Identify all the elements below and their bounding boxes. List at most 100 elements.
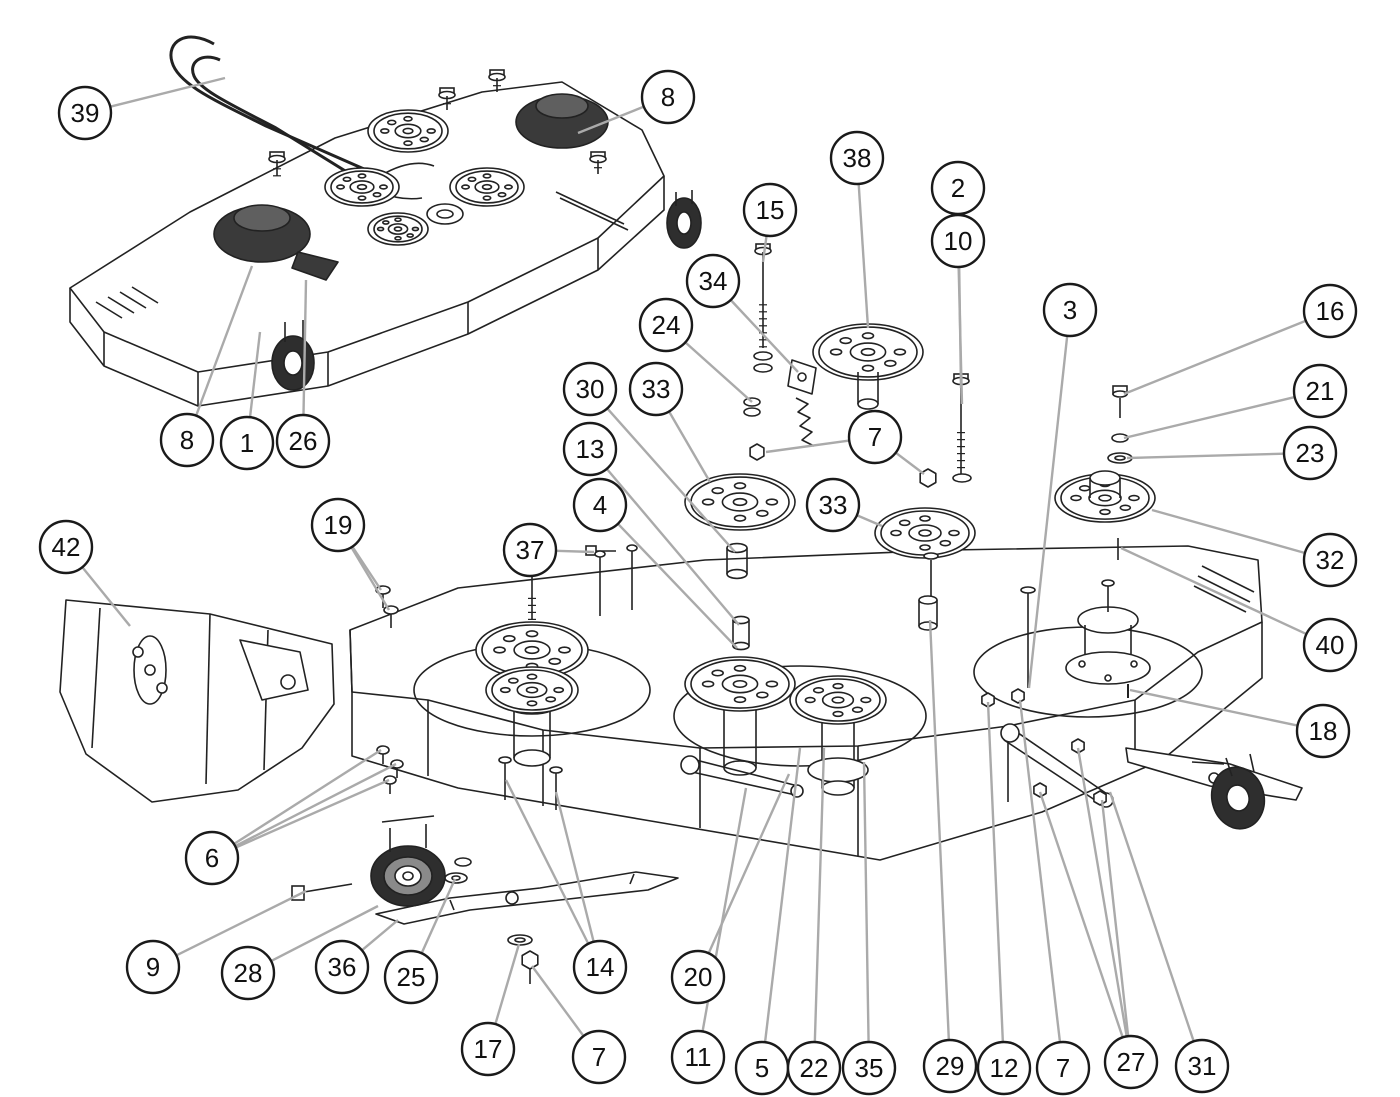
callout-number: 13 <box>576 434 605 464</box>
callout-number: 20 <box>684 962 713 992</box>
callout-28: 28 <box>220 945 276 1001</box>
callout-number: 10 <box>944 226 973 256</box>
callout-7: 7 <box>1035 1040 1091 1096</box>
callout-3: 3 <box>1042 282 1098 338</box>
callout-circle <box>670 1029 726 1085</box>
callout-number: 32 <box>1316 545 1345 575</box>
callout-circle <box>220 945 276 1001</box>
callout-number: 26 <box>289 426 318 456</box>
callout-circle <box>502 522 558 578</box>
callout-27: 27 <box>1103 1034 1159 1090</box>
callout-number: 42 <box>52 532 81 562</box>
callout-12: 12 <box>976 1040 1032 1096</box>
callout-number: 17 <box>474 1034 503 1064</box>
callout-4: 4 <box>572 477 628 533</box>
callout-number: 3 <box>1063 295 1077 325</box>
callout-number: 4 <box>593 490 607 520</box>
callout-11: 11 <box>670 1029 726 1085</box>
callout-circle <box>742 182 798 238</box>
callout-circle <box>572 939 628 995</box>
callout-circle <box>572 477 628 533</box>
callout-15: 15 <box>742 182 798 238</box>
callout-number: 35 <box>855 1053 884 1083</box>
callout-circle <box>805 477 861 533</box>
callout-circle <box>184 830 240 886</box>
callout-number: 27 <box>1117 1047 1146 1077</box>
callout-6: 6 <box>184 830 240 886</box>
callout-number: 25 <box>397 962 426 992</box>
callout-29: 29 <box>922 1038 978 1094</box>
callout-number: 29 <box>936 1051 965 1081</box>
callout-circle <box>460 1021 516 1077</box>
callout-circle <box>159 412 215 468</box>
callout-number: 36 <box>328 952 357 982</box>
callout-circle <box>1042 282 1098 338</box>
callout-number: 7 <box>1056 1053 1070 1083</box>
callout-circle <box>57 85 113 141</box>
callout-number: 34 <box>699 266 728 296</box>
callout-circle <box>383 949 439 1005</box>
callout-18: 18 <box>1295 703 1351 759</box>
callout-circle <box>1292 363 1348 419</box>
callout-number: 19 <box>324 510 353 540</box>
diagram-line-art <box>59 35 1303 984</box>
callout-number: 8 <box>661 82 675 112</box>
callout-circle <box>1302 532 1358 588</box>
callout-circle <box>829 130 885 186</box>
callout-circle <box>219 415 275 471</box>
callout-number: 22 <box>800 1053 829 1083</box>
callout-number: 30 <box>576 374 605 404</box>
callout-36: 36 <box>314 939 370 995</box>
callout-circle <box>670 949 726 1005</box>
callout-10: 10 <box>930 213 986 269</box>
callout-30: 30 <box>562 361 618 417</box>
callout-circle <box>1302 283 1358 339</box>
callout-5: 5 <box>734 1040 790 1096</box>
callout-22: 22 <box>786 1040 842 1096</box>
callout-number: 12 <box>990 1053 1019 1083</box>
callout-2: 2 <box>930 160 986 216</box>
callout-number: 33 <box>642 374 671 404</box>
callout-number: 37 <box>516 535 545 565</box>
callout-19: 19 <box>310 497 366 553</box>
callout-32: 32 <box>1302 532 1358 588</box>
callout-31: 31 <box>1174 1038 1230 1094</box>
callout-1: 1 <box>219 415 275 471</box>
callout-34: 34 <box>685 253 741 309</box>
callout-number: 8 <box>180 425 194 455</box>
callout-circle <box>1103 1034 1159 1090</box>
callout-circle <box>125 939 181 995</box>
callout-circle <box>930 213 986 269</box>
callout-number: 38 <box>843 143 872 173</box>
callout-number: 31 <box>1188 1051 1217 1081</box>
callout-circle <box>571 1029 627 1085</box>
callout-38: 38 <box>829 130 885 186</box>
callout-13: 13 <box>562 421 618 477</box>
callout-number: 7 <box>592 1042 606 1072</box>
callout-33: 33 <box>805 477 861 533</box>
callout-14: 14 <box>572 939 628 995</box>
callout-number: 7 <box>868 422 882 452</box>
callout-circle <box>38 519 94 575</box>
callout-26: 26 <box>275 413 331 469</box>
callout-number: 15 <box>756 195 785 225</box>
callout-circle <box>922 1038 978 1094</box>
callout-20: 20 <box>670 949 726 1005</box>
callout-circle <box>685 253 741 309</box>
callout-number: 23 <box>1296 438 1325 468</box>
callout-circle <box>786 1040 842 1096</box>
callout-number: 16 <box>1316 296 1345 326</box>
callout-40: 40 <box>1302 617 1358 673</box>
callout-42: 42 <box>38 519 94 575</box>
callout-circle <box>1174 1038 1230 1094</box>
callout-circle <box>1302 617 1358 673</box>
callout-23: 23 <box>1282 425 1338 481</box>
callout-number: 1 <box>240 428 254 458</box>
callout-circle <box>841 1040 897 1096</box>
callout-number: 2 <box>951 173 965 203</box>
callout-number: 14 <box>586 952 615 982</box>
callout-number: 18 <box>1309 716 1338 746</box>
